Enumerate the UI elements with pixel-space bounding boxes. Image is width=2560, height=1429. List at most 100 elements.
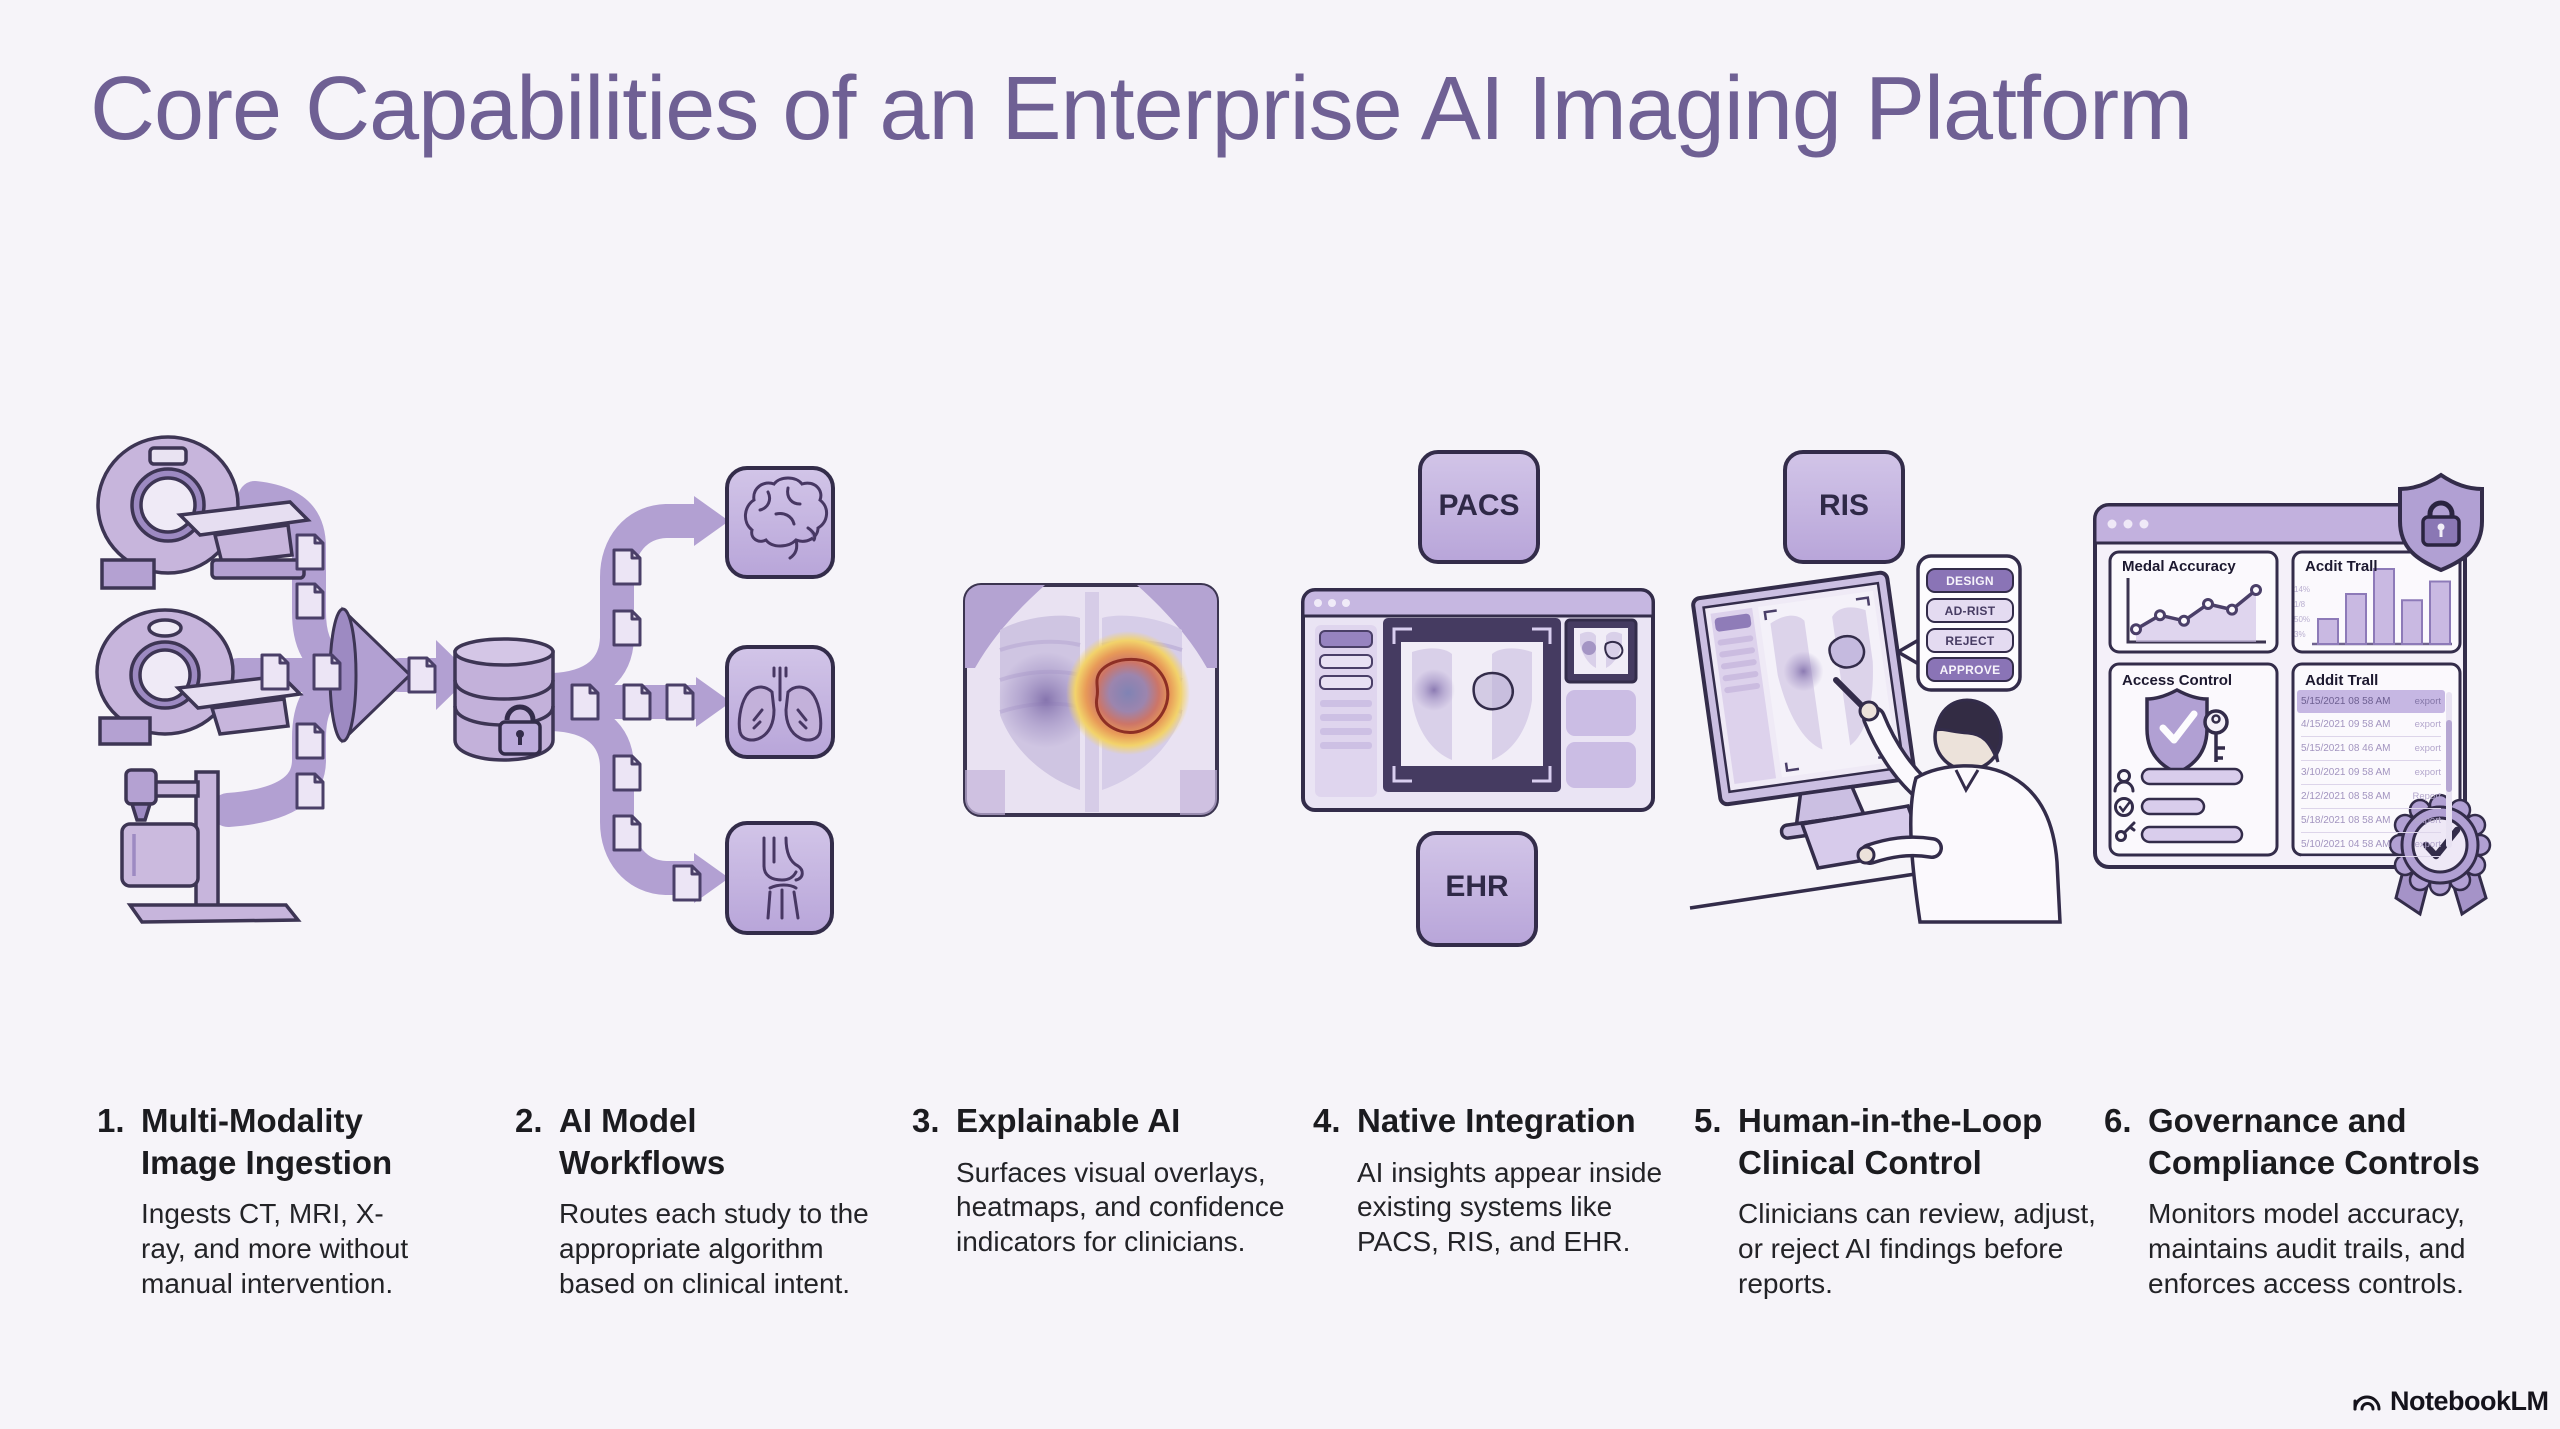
audit-row: 5/10/2021 04 58 AM export [2301, 833, 2441, 857]
audit-scrollbar [2446, 692, 2452, 848]
audit-row: 5/15/2021 08 58 AM export [2297, 690, 2445, 713]
audit-action: export [2414, 815, 2441, 826]
audit-action: export [2414, 696, 2441, 707]
window-titlebar [1301, 588, 1655, 618]
audit-timestamp: 5/15/2021 08 58 AM [2301, 696, 2391, 707]
audit-list-title: Addit Trall [2305, 672, 2379, 689]
window-dots [1314, 599, 1350, 607]
lock-icon [498, 704, 542, 756]
dashboard-dots [2107, 519, 2149, 529]
brain-model-box [725, 466, 835, 579]
caption-title: Native Integration [1357, 1102, 1636, 1139]
caption-number: 2. [515, 1102, 543, 1139]
audit-row: 2/12/2021 08 58 AM Report [2301, 785, 2441, 809]
audit-timestamp: 5/18/2021 08 58 AM [2301, 815, 2391, 826]
audit-activity-chart [2312, 568, 2452, 646]
caption-body: Ingests CT, MRI, X-ray, and more without… [141, 1198, 409, 1299]
bar [2373, 568, 2395, 645]
small-key-icon [2115, 830, 2127, 842]
audit-action: export [2414, 767, 2441, 778]
notebooklm-logo-icon [2353, 1395, 2381, 1410]
reject-button: REJECT [1926, 628, 2014, 653]
bar [2401, 599, 2423, 645]
approve-button: APPROVE [1926, 657, 2014, 682]
heatmap-lesion [1066, 631, 1190, 755]
caption-number: 5. [1694, 1102, 1722, 1139]
side-panel [1566, 690, 1636, 736]
ingestion-workflow-illustration [95, 435, 835, 935]
audit-row: 3/10/2021 09 58 AM export [2301, 761, 2441, 785]
design-button: DESIGN [1926, 568, 2014, 593]
caption-body: Clinicians can review, adjust, or reject… [1738, 1198, 2096, 1299]
key-icon [2203, 709, 2229, 762]
check-circle-icon [2114, 797, 2134, 817]
caption-title: Explainable AI [956, 1102, 1181, 1139]
page-title: Core Capabilities of an Enterprise AI Im… [90, 59, 2193, 159]
ris-box [1783, 450, 1905, 564]
caption-body: Routes each study to the appropriate alg… [559, 1198, 869, 1299]
audit-action: Report [2412, 791, 2441, 802]
viewport-lesion-outline [1472, 671, 1514, 711]
ris-label: RIS [1818, 489, 1869, 522]
audit-action: export [2414, 719, 2441, 730]
clinician-hair [1934, 698, 2003, 763]
pacs-viewer-window [1301, 588, 1655, 812]
caption-number: 4. [1313, 1102, 1341, 1139]
model-accuracy-chart [2126, 578, 2266, 644]
audit-row: 5/18/2021 08 58 AM export [2301, 809, 2441, 833]
brain-icon [744, 476, 828, 560]
mri-scanner-icon [95, 608, 304, 746]
audit-action: export [2414, 839, 2441, 850]
caption-explainable-ai: 3. Explainable AI Surfaces visual overla… [912, 1100, 1292, 1260]
clinician-figure [1833, 677, 2062, 924]
lungs-model-box [725, 645, 835, 759]
xray-machine-icon [120, 768, 302, 924]
ct-scanner-icon [96, 435, 312, 590]
caption-number: 3. [912, 1102, 940, 1139]
governance-dashboard-illustration [2093, 472, 2492, 917]
bar [2429, 580, 2451, 645]
adjust-button: AD-RIST [1926, 598, 2014, 623]
security-shield-icon [2398, 472, 2484, 573]
audit-timestamp: 2/12/2021 08 58 AM [2301, 791, 2391, 802]
knee-joint-icon [762, 836, 804, 920]
audit-timestamp: 5/10/2021 04 58 AM [2301, 839, 2391, 850]
caption-number: 1. [97, 1102, 125, 1139]
monitor-lesion-outline [1828, 634, 1866, 669]
audit-timestamp: 3/10/2021 09 58 AM [2301, 767, 2391, 778]
audit-timestamp: 5/15/2021 08 46 AM [2301, 743, 2391, 754]
funnel-icon [328, 606, 413, 744]
knee-model-box [725, 821, 834, 935]
caption-number: 6. [2104, 1102, 2132, 1139]
bar [2317, 618, 2339, 645]
certification-rosette-icon [2388, 793, 2492, 917]
pacs-label: PACS [1438, 489, 1520, 522]
clinician-monitor [1691, 570, 1917, 840]
caption-body: Surfaces visual overlays, heatmaps, and … [956, 1156, 1285, 1258]
bar [2345, 593, 2367, 645]
chest-xray-image [965, 585, 1217, 815]
lesion-outline [1094, 657, 1170, 734]
scrollbar-thumb [2446, 720, 2452, 792]
notebooklm-watermark: NotebookLM [2352, 1386, 2549, 1417]
viewer-sidebar [1315, 625, 1377, 797]
pacs-box [1418, 450, 1540, 564]
side-panel [1566, 742, 1636, 788]
lungs-icon [737, 666, 823, 742]
caption-body: AI insights appear inside existing syste… [1357, 1156, 1663, 1258]
audit-chart-title: Acdit Trall [2305, 558, 2378, 575]
ehr-box [1416, 831, 1538, 947]
database-icon [453, 637, 555, 762]
audit-timestamp: 4/15/2021 09 58 AM [2301, 719, 2391, 730]
audit-trail-list: 5/15/2021 08 58 AM export 4/15/2021 09 58 … [2297, 690, 2445, 857]
ehr-label: EHR [1445, 870, 1509, 903]
